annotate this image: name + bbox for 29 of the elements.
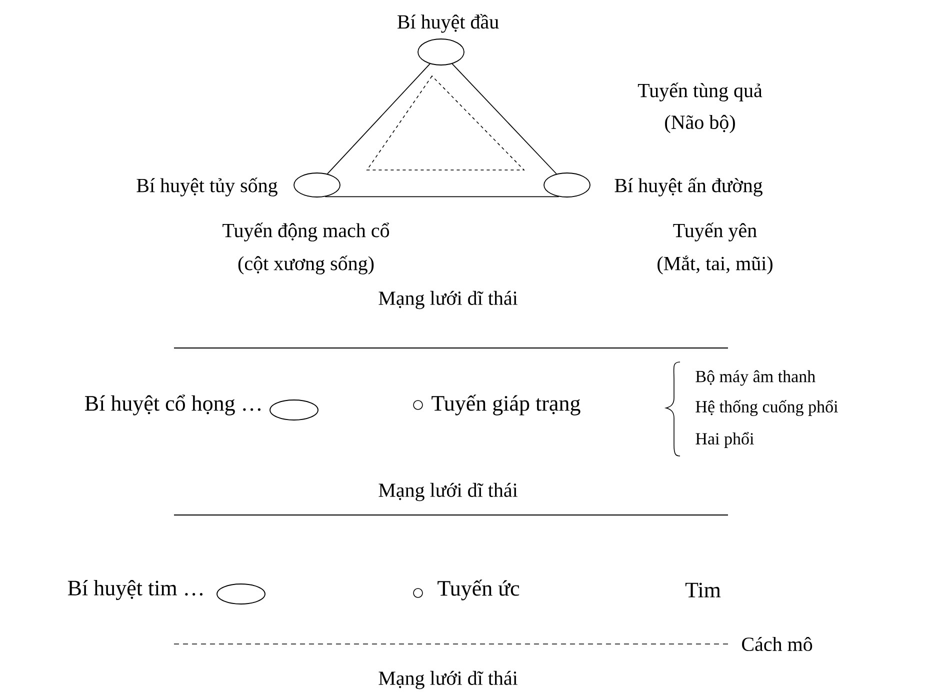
point-label: Bí huyệt tủy sống <box>136 178 278 196</box>
ellipse <box>216 584 266 604</box>
text-label: Hệ thống cuống phổi <box>696 400 838 416</box>
line <box>452 63 557 174</box>
line <box>326 63 430 174</box>
point-label: Bí huyệt cổ họng … <box>85 394 260 416</box>
point-label: Bí huyệt ấn đường <box>614 178 762 196</box>
point-label: Bí huyệt đầu <box>397 14 499 33</box>
ellipse <box>270 400 318 420</box>
line <box>324 196 560 198</box>
text-label: (Mắt, tai, mũi) <box>658 256 772 274</box>
text-label: Tuyến ức <box>438 580 520 600</box>
ellipse <box>294 172 340 198</box>
ellipse <box>418 38 464 66</box>
text-label: Tuyến yên <box>673 222 757 242</box>
text-label: Hai phổi <box>696 432 754 448</box>
text-label: Tuyến giáp trạng <box>432 394 580 416</box>
text-label: Bộ máy âm thanh <box>696 370 816 386</box>
text-label: Cách mô <box>742 636 812 652</box>
text-label: Mạng lưới dĩ thái <box>378 482 518 502</box>
text-label: Tim <box>685 582 721 598</box>
text-label: Mạng lưới dĩ thái <box>378 670 518 690</box>
text-label: (cột xương sống) <box>238 256 374 274</box>
text-label: Tuyến tùng quả <box>638 82 762 102</box>
point-label: Bí huyệt tim … <box>68 580 202 600</box>
text-label: (Não bộ) <box>665 114 735 134</box>
ellipse <box>544 172 590 198</box>
text-label: Tuyến động mach cổ <box>222 222 390 242</box>
text-label: Mạng lưới dĩ thái <box>378 290 518 310</box>
